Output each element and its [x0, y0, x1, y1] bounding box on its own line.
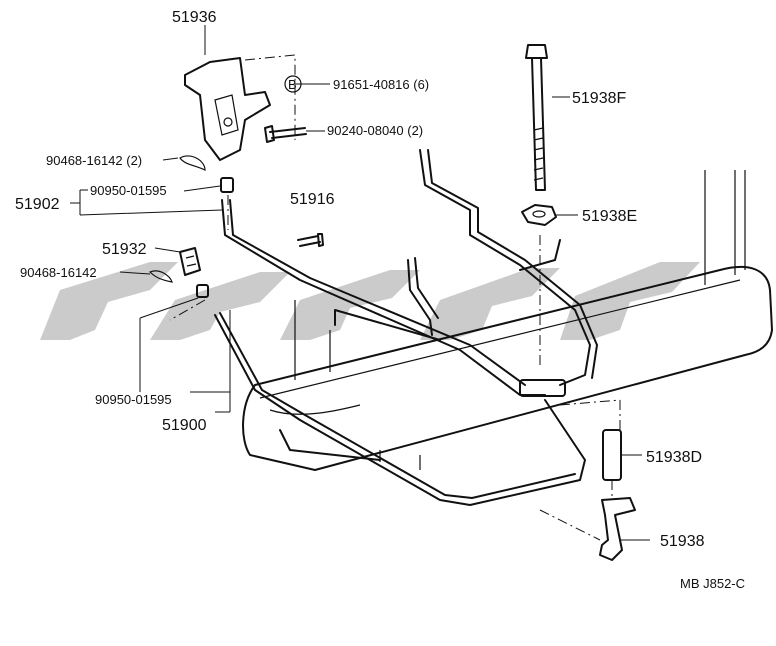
watermark-logo — [40, 262, 700, 340]
label-51932: 51932 — [102, 241, 147, 258]
assembly-lines — [70, 54, 650, 541]
bolt-51938F — [525, 44, 548, 191]
label-51938E: 51938E — [582, 208, 637, 225]
bracket-51936 — [184, 25, 271, 161]
bracket-51932 — [179, 247, 201, 276]
hanger-51938 — [599, 497, 636, 561]
label-51902: 51902 — [15, 196, 60, 213]
label-51938F: 51938F — [572, 90, 626, 107]
catalog-code: MB J852-C — [680, 576, 745, 591]
part-labels: 51936 B 91651-40816 (6) 90240-08040 (2) … — [15, 9, 745, 591]
sleeve-51938D — [602, 429, 622, 481]
bolt-90240 — [264, 125, 307, 143]
badge-b: B — [288, 77, 297, 92]
label-90950-b: 90950-01595 — [95, 392, 172, 407]
bolt-51916 — [297, 233, 324, 247]
label-51916: 51916 — [290, 191, 335, 208]
label-51936: 51936 — [172, 9, 217, 26]
clip-90468-lower — [148, 270, 209, 298]
spare-carrier-frame — [214, 149, 598, 506]
label-90950-a: 90950-01595 — [90, 183, 167, 198]
nut-51938E — [521, 204, 557, 226]
bumper-outline — [242, 170, 773, 471]
label-91651: 91651-40816 (6) — [333, 77, 429, 92]
label-51938: 51938 — [660, 533, 705, 550]
grommet-90950-top — [220, 177, 234, 193]
label-90240: 90240-08040 (2) — [327, 123, 423, 138]
label-90468-b: 90468-16142 — [20, 265, 97, 280]
clip-90468-top — [179, 155, 206, 171]
label-90468-a: 90468-16142 (2) — [46, 153, 142, 168]
label-51938D: 51938D — [646, 449, 702, 466]
label-51900: 51900 — [162, 417, 207, 434]
